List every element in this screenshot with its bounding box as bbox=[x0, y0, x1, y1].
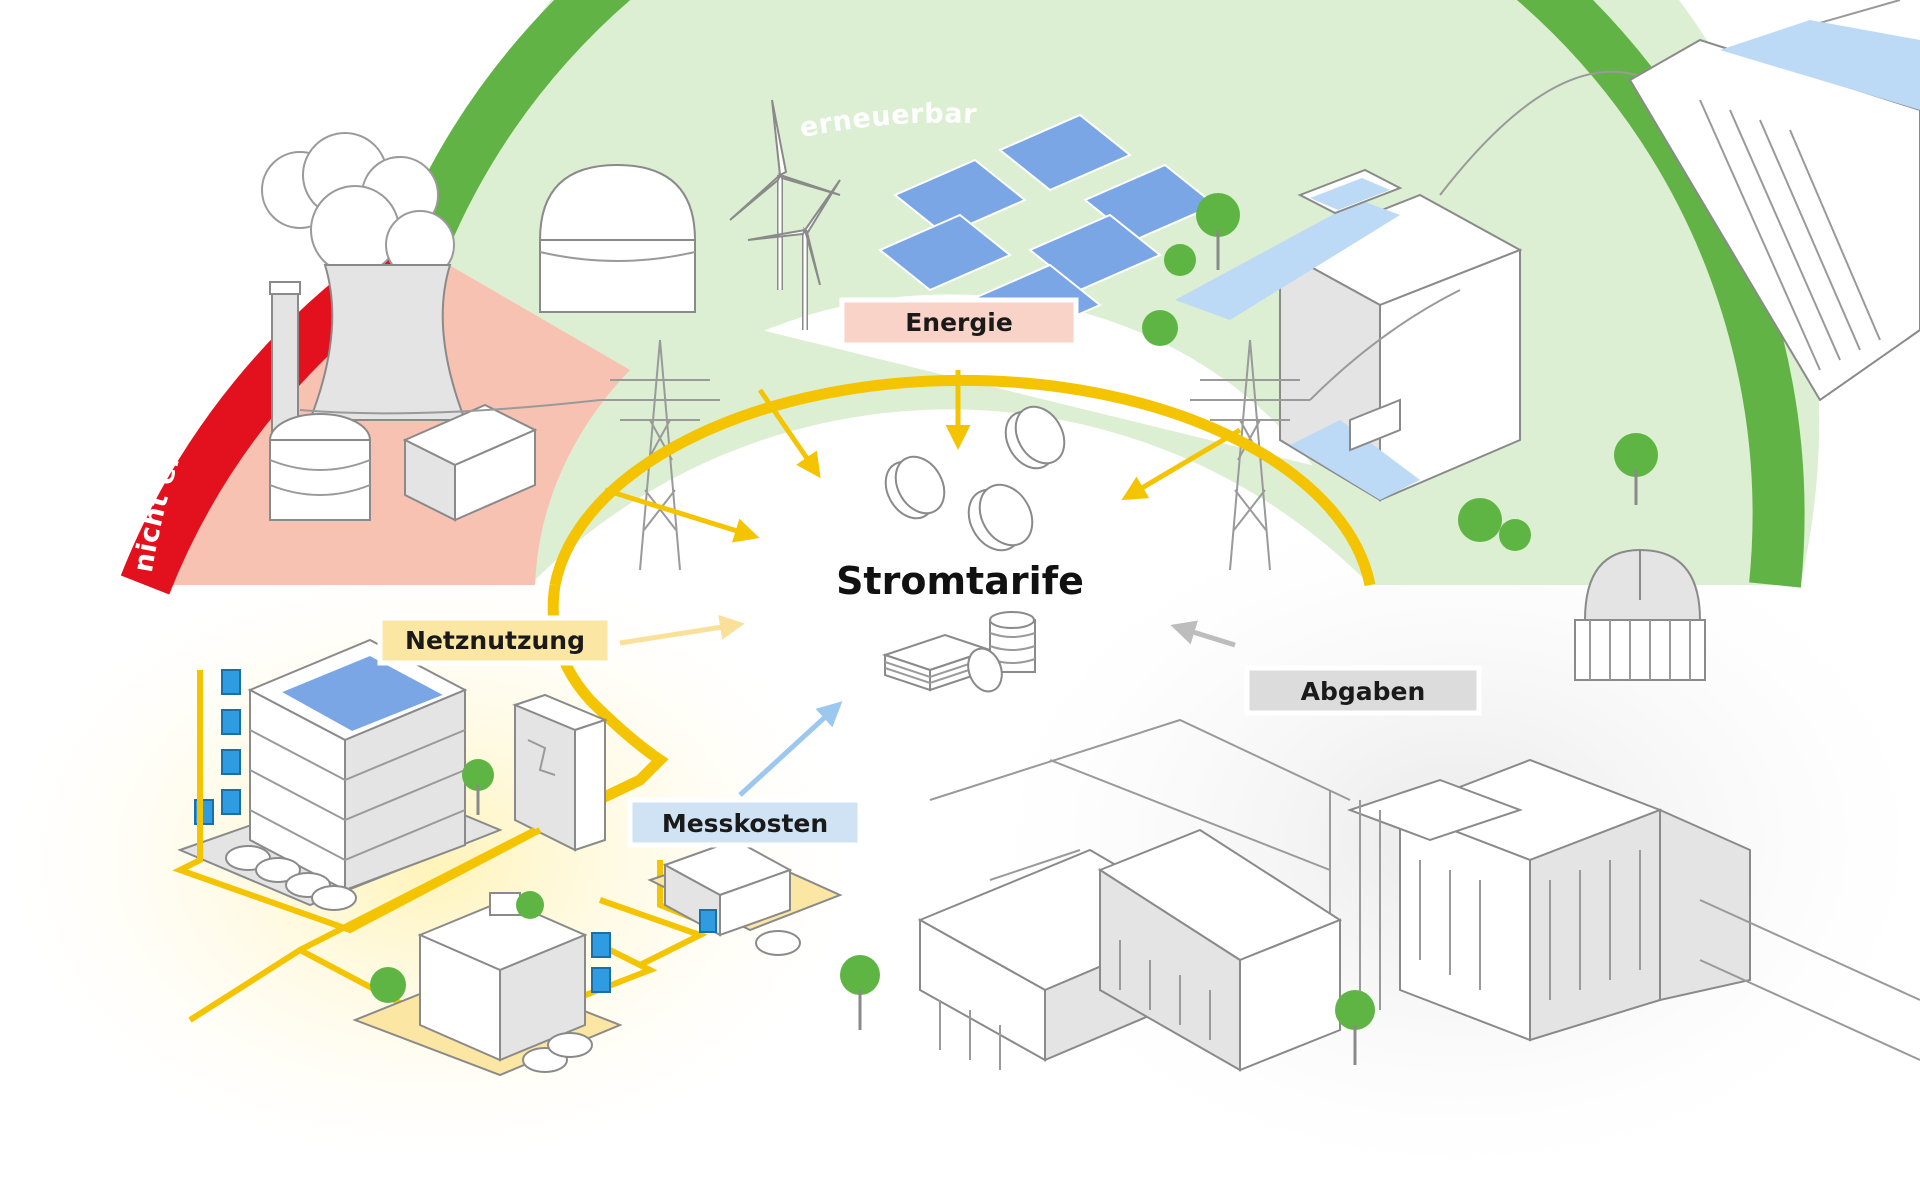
metering-arrow bbox=[738, 701, 843, 797]
coins bbox=[884, 405, 1066, 552]
grid-usage-box: Netznutzung bbox=[377, 615, 613, 666]
trees-renewable bbox=[1142, 193, 1658, 551]
energy-arrow-3 bbox=[1121, 427, 1242, 501]
page-title: Stromtarife bbox=[836, 559, 1084, 603]
renewable-arc bbox=[395, 0, 1805, 588]
shed bbox=[647, 838, 843, 937]
metering-box: Messkosten bbox=[627, 797, 863, 848]
energy-arrow-4 bbox=[604, 487, 760, 543]
grid-arrow bbox=[619, 614, 745, 646]
grid-area-glow bbox=[10, 560, 850, 1160]
grid-ring bbox=[549, 374, 1376, 587]
energy-arrow-1 bbox=[757, 388, 821, 479]
levies-arrow bbox=[1170, 620, 1236, 648]
solar-field bbox=[878, 113, 1217, 342]
nuclear-plant bbox=[261, 132, 538, 522]
svg-text:Netznutzung: Netznutzung bbox=[405, 626, 585, 655]
biogas-plant bbox=[538, 163, 697, 313]
money-stack bbox=[881, 611, 1036, 693]
admin-building bbox=[840, 718, 1375, 1072]
energy-box: Energie bbox=[839, 297, 1079, 348]
hydro-dam bbox=[1175, 0, 1920, 502]
svg-text:Abgaben: Abgaben bbox=[1301, 677, 1426, 706]
svg-text:Messkosten: Messkosten bbox=[662, 809, 828, 838]
federal-palace bbox=[1329, 548, 1920, 1061]
svg-text:Energie: Energie bbox=[905, 308, 1013, 337]
cars bbox=[225, 845, 801, 1073]
transformer-cabinet bbox=[512, 693, 608, 852]
levies-box: Abgaben bbox=[1244, 665, 1482, 716]
wind-turbines bbox=[729, 99, 841, 330]
